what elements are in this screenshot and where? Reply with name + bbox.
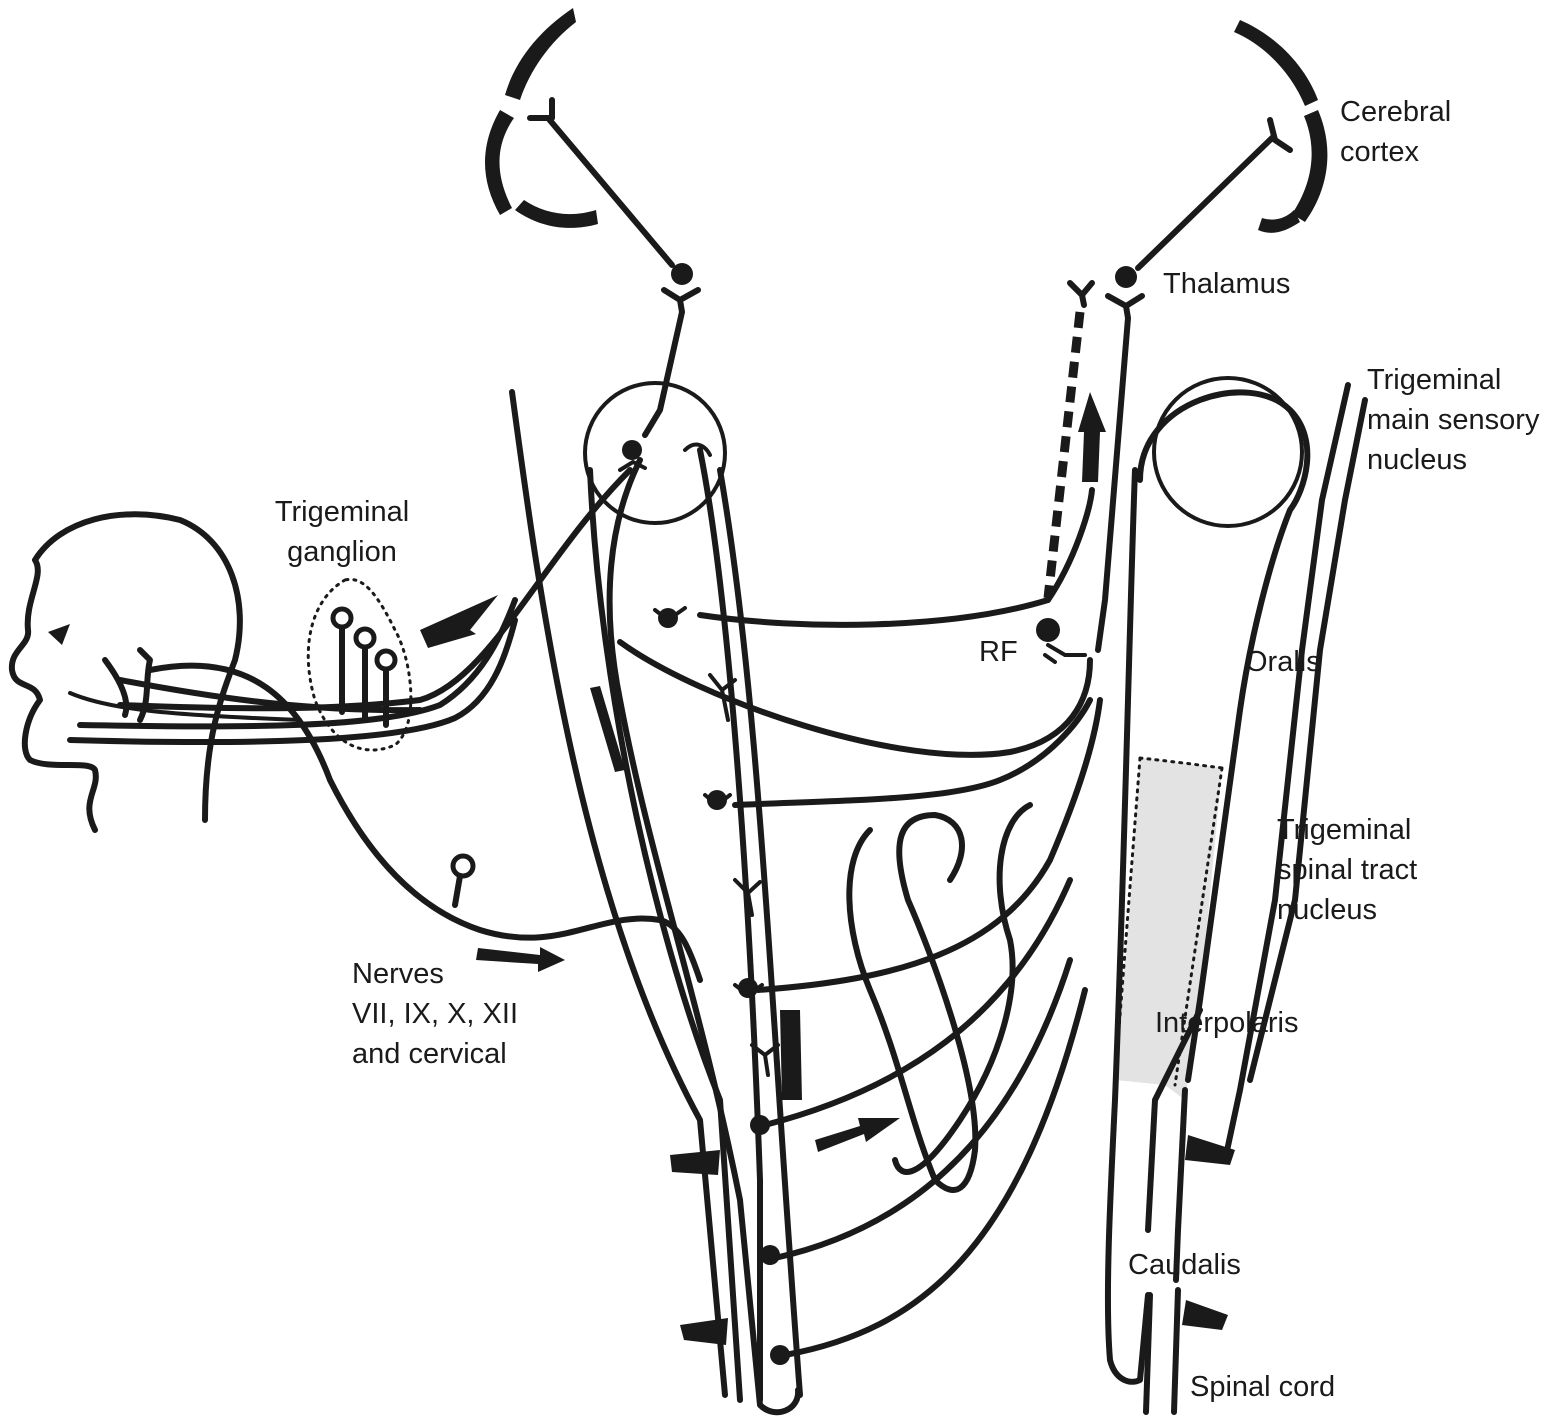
nucleus-schematic [1104,376,1368,1415]
trigeminal-ganglion [306,577,413,752]
thalamus-right-neuron [1067,266,1145,653]
transverse-connections [617,487,1103,1358]
trigeminal-nerve-bundle [67,467,633,746]
head-outline [8,511,302,833]
label-rf: RF [979,636,1018,668]
rf-ascending-dashed-path [1043,311,1085,599]
label-thalamus: Thalamus [1163,268,1291,300]
cerebral-cortex-right [1135,20,1328,271]
label-trigeminal-ganglion: Trigeminal ganglion [274,496,410,568]
rf-neuron [1036,618,1087,664]
cerebral-cortex-left [485,8,675,268]
other-cranial-nerves [147,662,703,983]
label-cerebral-cortex: Cerebral cortex [1340,96,1452,168]
label-trigeminal-main-sensory-nucleus: Trigeminal main sensory nucleus [1367,364,1540,476]
spinal-root-tufts [670,1150,728,1345]
label-interpolaris: Interpolaris [1155,1007,1299,1039]
brainstem-column-left [509,381,803,1416]
label-other-nerves: Nerves VII, IX, X, XII and cervical [352,958,518,1070]
label-spinal-cord: Spinal cord [1190,1371,1336,1403]
label-trigeminal-spinal-tract-nucleus: Trigeminal spinal tract nucleus [1277,814,1418,926]
label-caudalis: Caudalis [1128,1249,1241,1281]
right-arrow-icon [815,1118,900,1152]
up-arrow-icon [1078,392,1106,482]
column-synapses [653,606,790,1365]
label-oralis: Oralis [1245,646,1321,678]
thalamus-left-neuron [642,263,701,438]
